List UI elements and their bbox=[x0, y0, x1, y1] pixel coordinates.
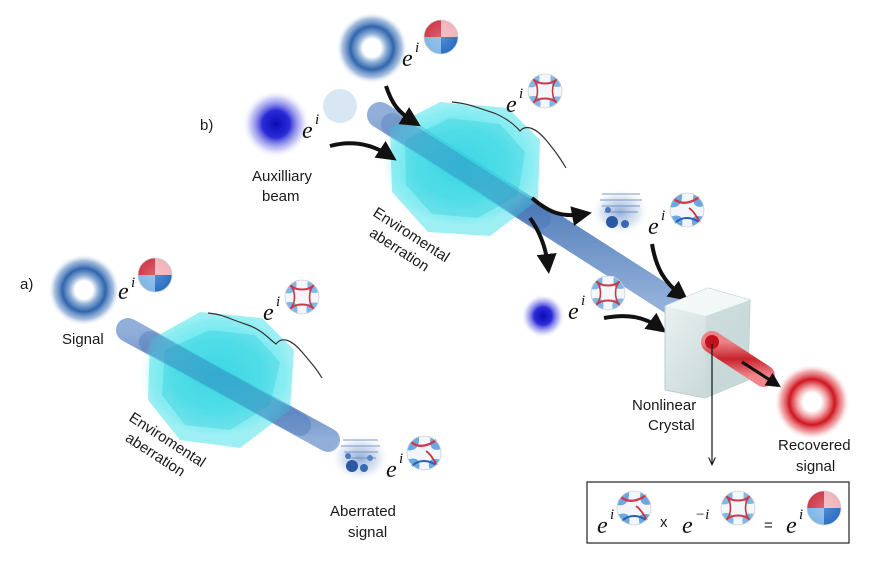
phase-equation-box: e i x e −i = e i bbox=[586, 481, 850, 544]
signal-b-phase-base: e bbox=[402, 46, 413, 72]
eq-term1-phase-icon bbox=[615, 489, 653, 527]
aberration-b-phase-icon bbox=[527, 73, 563, 109]
aberrated-phase-icon bbox=[405, 434, 443, 472]
signal-in-arrow bbox=[384, 85, 421, 127]
panel-a: a) Signal e i e i Enviromental aberratio… bbox=[20, 254, 443, 541]
aberration-a-phase-icon bbox=[284, 279, 320, 315]
aberration-b-phase-exponent: i bbox=[519, 86, 523, 102]
aux-phase-exponent: i bbox=[315, 112, 319, 128]
eq-term1-base: e bbox=[597, 513, 608, 539]
panel-a-tag: a) bbox=[20, 276, 33, 293]
eq-equals: = bbox=[764, 517, 773, 534]
crystal-label-line1: Nonlinear bbox=[632, 397, 696, 414]
aberrated-aux-phase-base: e bbox=[568, 299, 579, 325]
aberrated-b-phase-exponent: i bbox=[661, 208, 665, 224]
eq-result-phase-icon bbox=[806, 490, 842, 526]
aberrated-aux-profile bbox=[521, 294, 565, 338]
recovered-label-line1: Recovered bbox=[778, 437, 851, 454]
eq-term2-phase-icon bbox=[720, 490, 756, 526]
aberrated-label-line2: signal bbox=[348, 524, 387, 541]
aux-label-line1: Auxilliary bbox=[252, 168, 313, 185]
aux-phase-base: e bbox=[302, 118, 313, 144]
aberration-medium-a bbox=[138, 311, 298, 448]
aberrated-aux-phase-icon bbox=[590, 275, 626, 311]
aberrated-out-arrow bbox=[530, 196, 592, 226]
auxiliary-beam-profile bbox=[242, 90, 310, 158]
signal-b-phase-exponent: i bbox=[415, 40, 419, 56]
aberrated-b-phase-icon bbox=[668, 191, 706, 229]
eq-result-base: e bbox=[786, 513, 797, 539]
combined-beam-b-inside bbox=[381, 113, 551, 229]
eq-times: x bbox=[660, 514, 668, 531]
eq-term2-exponent: −i bbox=[695, 507, 709, 523]
aberrated-signal-profile-b bbox=[590, 188, 650, 236]
panel-b-tag: b) bbox=[200, 117, 213, 134]
aberrated-to-crystal-arrow bbox=[650, 243, 689, 301]
aberrated-phase-base: e bbox=[386, 457, 397, 483]
signal-beam-profile-b bbox=[336, 12, 408, 84]
crystal-label-line2: Crystal bbox=[648, 417, 695, 434]
signal-beam-a-inside bbox=[139, 331, 311, 436]
aux-out-arrow bbox=[528, 216, 557, 274]
signal-phase-base: e bbox=[118, 279, 129, 305]
eq-term1-exponent: i bbox=[610, 507, 614, 523]
panel-b: b) e i e i Auxilliary beam e i Enviromen… bbox=[200, 12, 851, 544]
signal-phase-icon bbox=[137, 257, 173, 293]
aux-in-arrow bbox=[329, 141, 397, 161]
aberrated-label-line1: Aberrated bbox=[330, 503, 396, 520]
aux-phase-icon bbox=[323, 89, 357, 123]
recovered-beam-origin bbox=[705, 335, 719, 349]
eq-term2-base: e bbox=[682, 513, 693, 539]
recovered-label-line2: signal bbox=[796, 458, 835, 475]
signal-phase-exponent: i bbox=[131, 275, 135, 291]
aberrated-signal-profile bbox=[330, 434, 390, 482]
signal-label: Signal bbox=[62, 331, 104, 348]
recovered-out-arrow bbox=[741, 360, 782, 388]
aberration-b-phase-base: e bbox=[506, 92, 517, 118]
signal-beam-profile bbox=[48, 254, 120, 326]
aux-to-crystal-arrow bbox=[603, 312, 667, 333]
aberrated-aux-phase-exponent: i bbox=[581, 293, 585, 309]
aberrated-b-phase-base: e bbox=[648, 214, 659, 240]
recovered-signal-profile bbox=[774, 364, 850, 440]
aux-label-line2: beam bbox=[262, 188, 300, 205]
aberration-brace-a bbox=[207, 312, 323, 379]
aberration-a-phase-exponent: i bbox=[276, 294, 280, 310]
aberration-medium-b bbox=[380, 101, 544, 236]
aberration-a-phase-base: e bbox=[263, 300, 274, 326]
eq-result-exponent: i bbox=[799, 507, 803, 523]
signal-b-phase-icon bbox=[423, 19, 459, 55]
aberrated-phase-exponent: i bbox=[399, 451, 403, 467]
aberration-brace-b bbox=[451, 101, 567, 169]
